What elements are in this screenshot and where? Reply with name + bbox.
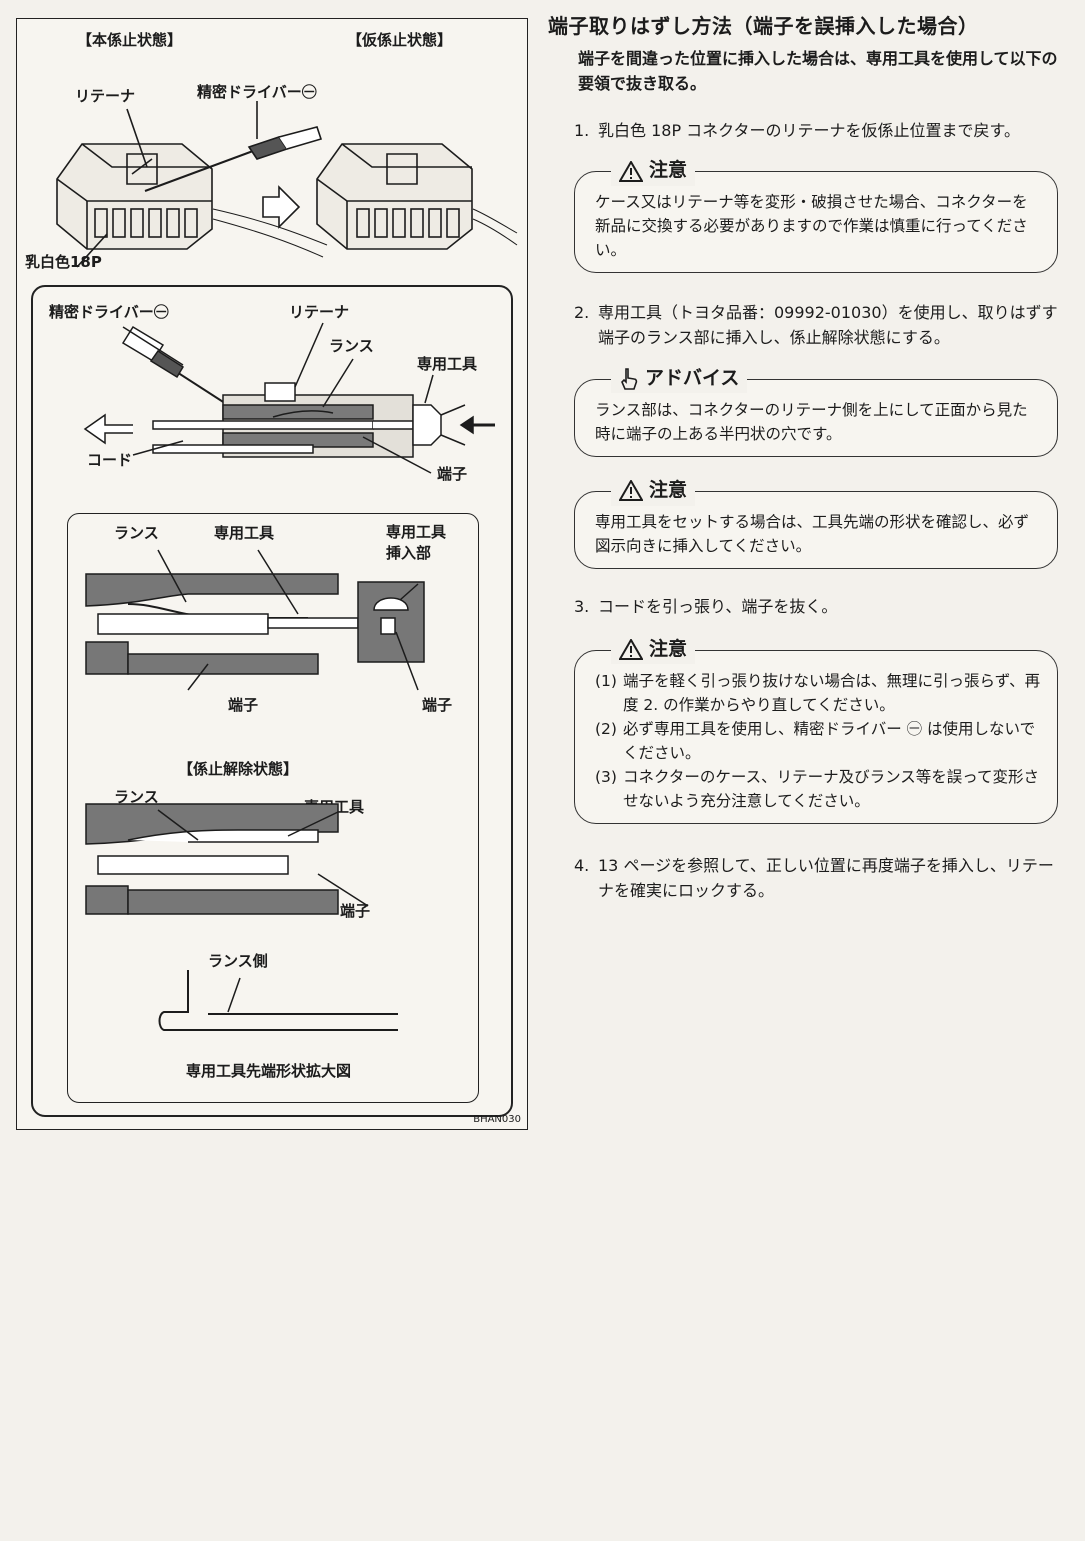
zoom-tool-label: 専用工具 — [214, 524, 275, 542]
warning-triangle-icon — [619, 480, 643, 502]
caution-item-text: コネクターのケース、リテーナ及びランス等を誤って変形させないよう充分注意してくだ… — [623, 767, 1040, 810]
caution-item-3: (3) コネクターのケース、リテーナ及びランス等を誤って変形させないよう充分注意… — [595, 765, 1045, 813]
connector-figure: 【本係止状態】 【仮係止状態】 リテーナ 精密ドライバー㊀ 乳白色18P — [16, 18, 528, 1130]
caution-item-2: (2) 必ず専用工具を使用し、精密ドライバー ㊀ は使用しないでください。 — [595, 717, 1045, 765]
step-text: 13 ページを参照して、正しい位置に再度端子を挿入し、リテーナを確実にロックする… — [598, 855, 1054, 900]
instruction-column: 端子取りはずし方法（端子を誤挿入した場合） 端子を間違った位置に挿入した場合は、… — [548, 10, 1058, 904]
release-lance-label: ランス — [114, 788, 159, 806]
caution-item-number: (3) — [595, 767, 617, 786]
terminal-label: 端子 — [437, 465, 468, 483]
step-1: 1. 乳白色 18P コネクターのリテーナを仮係止位置まで戻す。 — [548, 119, 1058, 144]
connector-18p-label: 乳白色18P — [25, 253, 102, 271]
driver-label: 精密ドライバー㊀ — [197, 83, 317, 101]
tool-label: 専用工具 — [417, 355, 478, 373]
caution-item-number: (2) — [595, 719, 617, 738]
retainer-label-2: リテーナ — [289, 303, 350, 321]
step-number: 3. — [574, 597, 590, 617]
pointing-hand-icon — [621, 367, 638, 390]
cross-section-drawing — [83, 322, 495, 474]
warning-triangle-icon — [619, 639, 643, 661]
caution-title: 注意 — [649, 479, 688, 502]
step-3: 3. コードを引っ張り、端子を抜く。 — [548, 595, 1058, 620]
release-state-label: 【係止解除状態】 — [178, 760, 299, 778]
zoom-terminal-label: 端子 — [228, 696, 259, 714]
caution-heading: 注意 — [611, 634, 696, 665]
figure-code: BHAN030 — [473, 1114, 521, 1125]
tool-tip-caption: 専用工具先端形状拡大図 — [186, 1062, 352, 1080]
step-number: 4. — [574, 855, 590, 875]
advice-heading: アドバイス — [611, 364, 748, 394]
caution-heading: 注意 — [611, 156, 696, 186]
step-4: 4. 13 ページを参照して、正しい位置に再度端子を挿入し、リテーナを確実にロッ… — [548, 854, 1058, 904]
connector-drawing-top — [56, 101, 518, 268]
caution-title: 注意 — [649, 159, 688, 182]
zoom-detail-drawing — [85, 549, 425, 1031]
step-number: 1. — [574, 120, 590, 140]
caution-box-1: 注意 ケース又はリテーナ等を変形・破損させた場合、コネクターを新品に交換する必要… — [574, 156, 1058, 274]
section-title: 端子取りはずし方法（端子を誤挿入した場合） — [548, 14, 979, 38]
temp-locked-state-label: 【仮係止状態】 — [347, 31, 453, 49]
caution-box-2: 注意 専用工具をセットする場合は、工具先端の形状を確認し、必ず図示向きに挿入して… — [574, 476, 1058, 570]
cross-section-panel: 精密ドライバー㊀ リテーナ ランス 専用工具 コード 端子 — [31, 285, 513, 1117]
step-number: 2. — [574, 303, 590, 323]
zoom-lance-label: ランス — [114, 524, 159, 542]
caution-item-number: (1) — [595, 671, 617, 690]
caution-heading: 注意 — [611, 476, 696, 506]
bleed-through-text — [540, 1100, 1040, 1520]
caution-text: 専用工具をセットする場合は、工具先端の形状を確認し、必ず図示向きに挿入してくださ… — [595, 513, 1030, 556]
locked-state-label: 【本係止状態】 — [77, 31, 183, 49]
caution-text: ケース又はリテーナ等を変形・破損させた場合、コネクターを新品に交換する必要があり… — [595, 193, 1028, 260]
caution-item-text: 端子を軽く引っ張り抜けない場合は、無理に引っ張らず、再度 2. の作業からやり直… — [623, 671, 1041, 714]
zoom-tool-insert-label: 専用工具 挿入部 — [386, 523, 447, 562]
step-2: 2. 専用工具（トヨタ品番：09992-01030）を使用し、取りはずす端子のラ… — [548, 301, 1058, 351]
step-text: 乳白色 18P コネクターのリテーナを仮係止位置まで戻す。 — [598, 120, 1020, 140]
bleed-through-text — [24, 1150, 504, 1510]
advice-text: ランス部は、コネクターのリテーナ側を上にして正面から見た時に端子の上ある半円状の… — [595, 401, 1028, 444]
caution-item-text: 必ず専用工具を使用し、精密ドライバー ㊀ は使用しないでください。 — [623, 719, 1036, 762]
step-text: 専用工具（トヨタ品番：09992-01030）を使用し、取りはずす端子のランス部… — [598, 303, 1058, 348]
zoom-terminal-label-2: 端子 — [422, 696, 453, 714]
caution-item-1: (1) 端子を軽く引っ張り抜けない場合は、無理に引っ張らず、再度 2. の作業か… — [595, 669, 1045, 717]
retainer-label: リテーナ — [75, 87, 136, 105]
cord-label: コード — [87, 451, 133, 469]
step-text: コードを引っ張り、端子を抜く。 — [598, 597, 838, 617]
section-intro: 端子を間違った位置に挿入した場合は、専用工具を使用して以下の要領で抜き取る。 — [578, 49, 1058, 93]
zoom-detail-panel: ランス 専用工具 専用工具 挿入部 端子 端子 【係止解除状態】 ランス 専用工… — [67, 513, 479, 1103]
release-terminal-label: 端子 — [340, 902, 371, 920]
caution-title: 注意 — [649, 637, 688, 660]
advice-title: アドバイス — [645, 367, 740, 390]
caution-box-3: 注意 (1) 端子を軽く引っ張り抜けない場合は、無理に引っ張らず、再度 2. の… — [574, 634, 1058, 824]
warning-triangle-icon — [619, 160, 643, 182]
driver-label-2: 精密ドライバー㊀ — [49, 303, 169, 321]
lance-label: ランス — [329, 337, 374, 355]
advice-box: アドバイス ランス部は、コネクターのリテーナ側を上にして正面から見た時に端子の上… — [574, 364, 1058, 458]
tool-tip-side-label: ランス側 — [208, 952, 268, 970]
